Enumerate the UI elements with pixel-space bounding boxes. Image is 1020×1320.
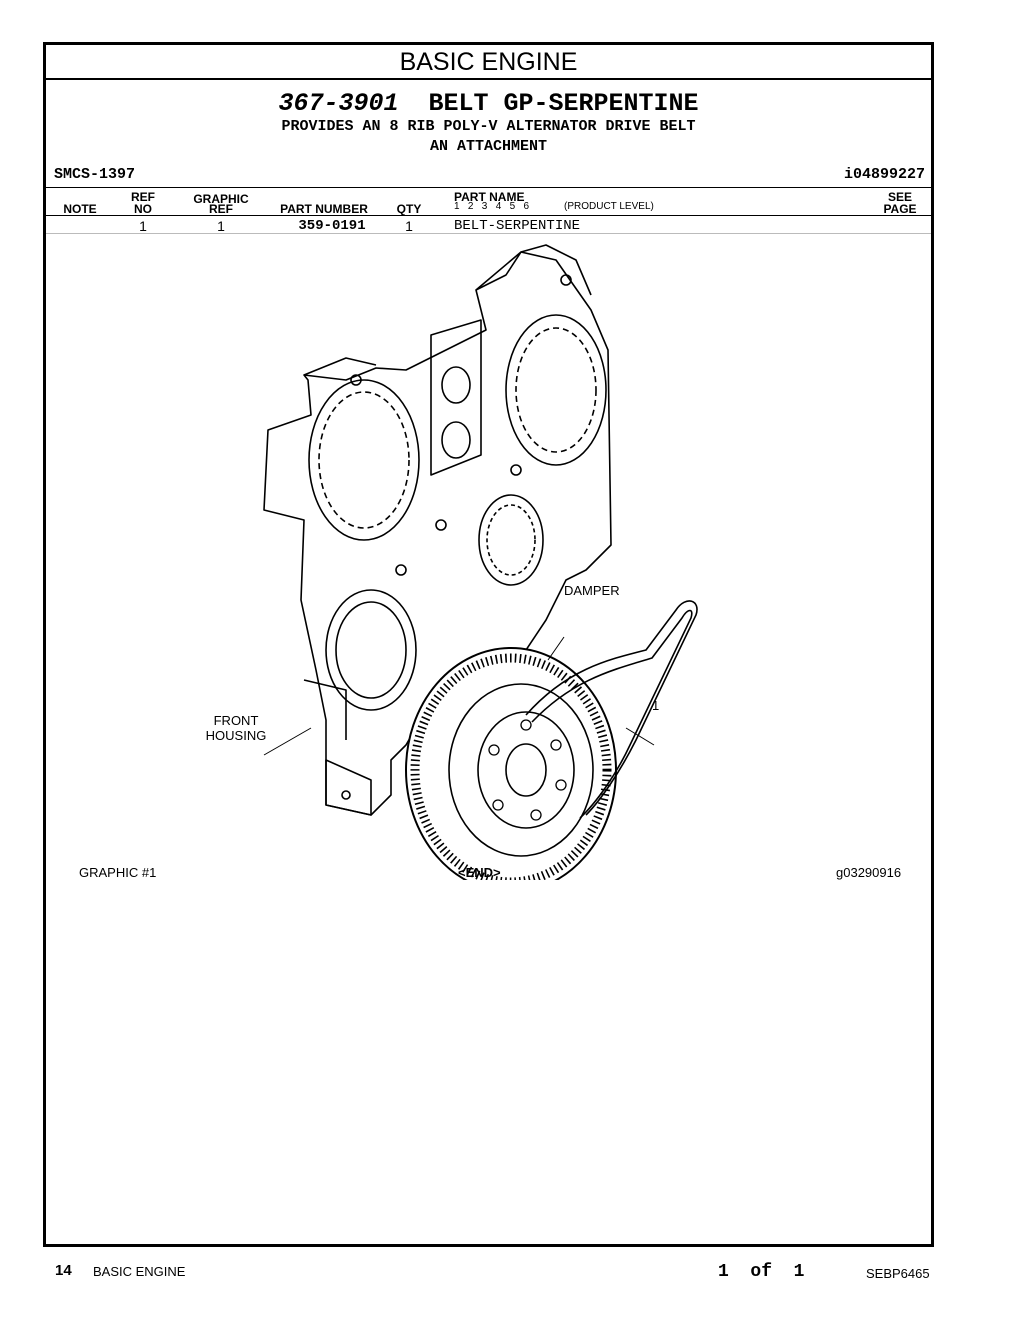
page-frame: BASIC ENGINE 367-3901 BELT GP-SERPENTINE… (43, 42, 934, 1247)
callout-front-housing-line1: FRONT (213, 713, 259, 728)
footer-section: BASIC ENGINE (93, 1264, 186, 1279)
info-id: i04899227 (843, 166, 925, 183)
callout-damper: DAMPER (564, 583, 620, 598)
smcs-code: SMCS-1397 (54, 166, 136, 183)
col-ref: REF (131, 190, 155, 204)
col-page: PAGE (883, 202, 917, 216)
section-title: BASIC ENGINE (46, 45, 931, 80)
col-note: NOTE (63, 202, 97, 216)
page-number: 14 (55, 1262, 72, 1279)
callout-front-housing-line2: HOUSING (205, 728, 267, 743)
group-part-number: 367-3901 (278, 89, 399, 118)
header-bottom-rule (46, 215, 931, 216)
callout-item-1: 1 (652, 698, 660, 713)
row-rule (46, 233, 931, 234)
group-description-line1: PROVIDES AN 8 RIB POLY-V ALTERNATOR DRIV… (281, 118, 696, 135)
engine-front-housing-illustration (263, 244, 698, 880)
col-graphic: GRAPHIC (193, 192, 249, 206)
col-see: SEE (887, 190, 912, 204)
end-marker: <END> (458, 865, 501, 880)
group-title: 367-3901 BELT GP-SERPENTINE (46, 89, 931, 118)
row-part-number: 359-0191 (298, 218, 366, 234)
col-product-level: (PRODUCT LEVEL) (564, 201, 654, 212)
doc-id: SEBP6465 (866, 1266, 930, 1281)
col-qty: QTY (396, 202, 422, 216)
row-part-name: BELT-SERPENTINE (454, 218, 581, 234)
col-graphic-ref: REF (209, 202, 233, 216)
page-of: 1 of 1 (718, 1262, 805, 1282)
group-description-line2: AN ATTACHMENT (429, 138, 548, 155)
graphic-id: g03290916 (836, 865, 902, 880)
row-graphic-ref: 1 (217, 218, 225, 234)
group-name: BELT GP-SERPENTINE (428, 89, 699, 118)
graphic-label: GRAPHIC #1 (79, 865, 157, 880)
col-no: NO (134, 202, 152, 216)
header-top-rule (46, 187, 931, 188)
col-levels: 1 2 3 4 5 6 (454, 201, 530, 212)
row-qty: 1 (405, 218, 413, 234)
col-part-number: PART NUMBER (280, 202, 368, 216)
col-part-name: PART NAME (454, 190, 525, 204)
row-ref-no: 1 (139, 218, 147, 234)
